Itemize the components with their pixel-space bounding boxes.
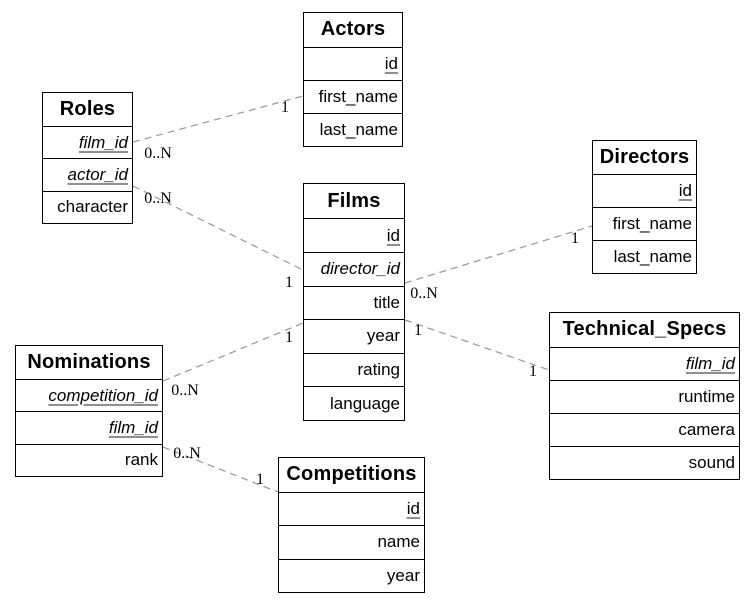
attribute-films-title: title (304, 285, 404, 320)
attribute-roles-film-id: film_id (43, 127, 132, 158)
attribute-label: id (386, 225, 400, 245)
attribute-label: actor_id (67, 164, 128, 184)
attribute-competitions-name: name (279, 525, 424, 558)
attribute-label: director_id (320, 259, 400, 279)
attribute-films-id: id (304, 219, 404, 252)
entity-nominations-title: Nominations (16, 346, 162, 380)
attribute-nominations-rank: rank (16, 443, 162, 476)
attribute-label: title (373, 292, 400, 312)
attribute-directors-first-name: first_name (593, 207, 696, 240)
attribute-label: camera (678, 419, 735, 439)
entity-nominations: Nominations competition_id film_id rank (15, 345, 163, 477)
entity-films-title: Films (304, 184, 404, 220)
cardinality-label: 1 (256, 471, 264, 488)
attribute-label: language (330, 393, 400, 413)
attribute-label: character (57, 197, 128, 217)
attribute-roles-character: character (43, 190, 132, 223)
attribute-films-rating: rating (304, 352, 404, 387)
entity-competitions: Competitions id name year (278, 457, 425, 593)
entity-films: Films id director_id title year rating l… (303, 183, 405, 421)
entity-actors: Actors id first_name last_name (303, 12, 403, 147)
attribute-label: first_name (318, 86, 398, 106)
cardinality-label: 1 (414, 322, 422, 339)
cardinality-label: 1 (529, 363, 537, 380)
relation-line-nominations-competitions (162, 446, 279, 493)
attribute-label: first_name (612, 214, 692, 234)
attribute-label: sound (688, 452, 735, 472)
attribute-label: id (406, 499, 420, 519)
attribute-nominations-competition-id: competition_id (16, 380, 162, 411)
cardinality-label: 1 (571, 230, 579, 247)
attribute-roles-actor-id: actor_id (43, 158, 132, 190)
attribute-directors-last-name: last_name (593, 240, 696, 273)
relation-line-nominations-films (162, 322, 304, 382)
entity-technical-specs-title: Technical_Specs (550, 313, 739, 348)
relation-line-roles-actors (132, 95, 304, 143)
attribute-actors-first-name: first_name (304, 79, 402, 113)
relation-line-films-technical-specs (404, 319, 550, 371)
attribute-competitions-year: year (279, 558, 424, 592)
entity-actors-title: Actors (304, 13, 402, 48)
attribute-label: film_id (685, 353, 735, 373)
attribute-films-director-id: director_id (304, 251, 404, 286)
attribute-label: year (366, 326, 400, 346)
entity-directors: Directors id first_name last_name (592, 140, 697, 274)
attribute-label: rating (357, 360, 400, 380)
entity-roles: Roles film_id actor_id character (42, 92, 133, 224)
cardinality-label: 0..N (171, 382, 199, 399)
attribute-nominations-film-id: film_id (16, 411, 162, 443)
cardinality-label: 1 (285, 329, 293, 346)
attribute-label: id (384, 53, 398, 73)
attribute-actors-last-name: last_name (304, 112, 402, 146)
attribute-technical-specs-film-id: film_id (550, 348, 739, 380)
attribute-actors-id: id (304, 48, 402, 80)
attribute-directors-id: id (593, 175, 696, 207)
cardinality-label: 1 (281, 99, 289, 116)
entity-technical-specs: Technical_Specs film_id runtime camera s… (549, 312, 740, 480)
attribute-technical-specs-sound: sound (550, 445, 739, 479)
attribute-technical-specs-runtime: runtime (550, 379, 739, 413)
attribute-label: last_name (613, 247, 692, 267)
cardinality-label: 0..N (144, 145, 172, 162)
attribute-label: rank (124, 450, 158, 470)
entity-directors-title: Directors (593, 141, 696, 176)
relation-line-films-directors (404, 225, 593, 284)
cardinality-label: 0..N (410, 285, 438, 302)
cardinality-label: 1 (285, 274, 293, 291)
attribute-films-year: year (304, 319, 404, 353)
relation-line-roles-films (132, 185, 304, 271)
attribute-label: runtime (678, 386, 735, 406)
cardinality-label: 0..N (144, 190, 172, 207)
attribute-label: film_id (78, 132, 128, 152)
attribute-label: last_name (319, 119, 398, 139)
entity-roles-title: Roles (43, 93, 132, 127)
attribute-technical-specs-camera: camera (550, 412, 739, 446)
attribute-label: name (377, 532, 420, 552)
attribute-label: id (678, 181, 692, 201)
cardinality-label: 0..N (173, 445, 201, 462)
attribute-label: year (386, 565, 420, 585)
attribute-competitions-id: id (279, 493, 424, 525)
entity-competitions-title: Competitions (279, 458, 424, 493)
attribute-label: competition_id (48, 385, 158, 405)
attribute-films-language: language (304, 386, 404, 420)
attribute-label: film_id (108, 417, 158, 437)
